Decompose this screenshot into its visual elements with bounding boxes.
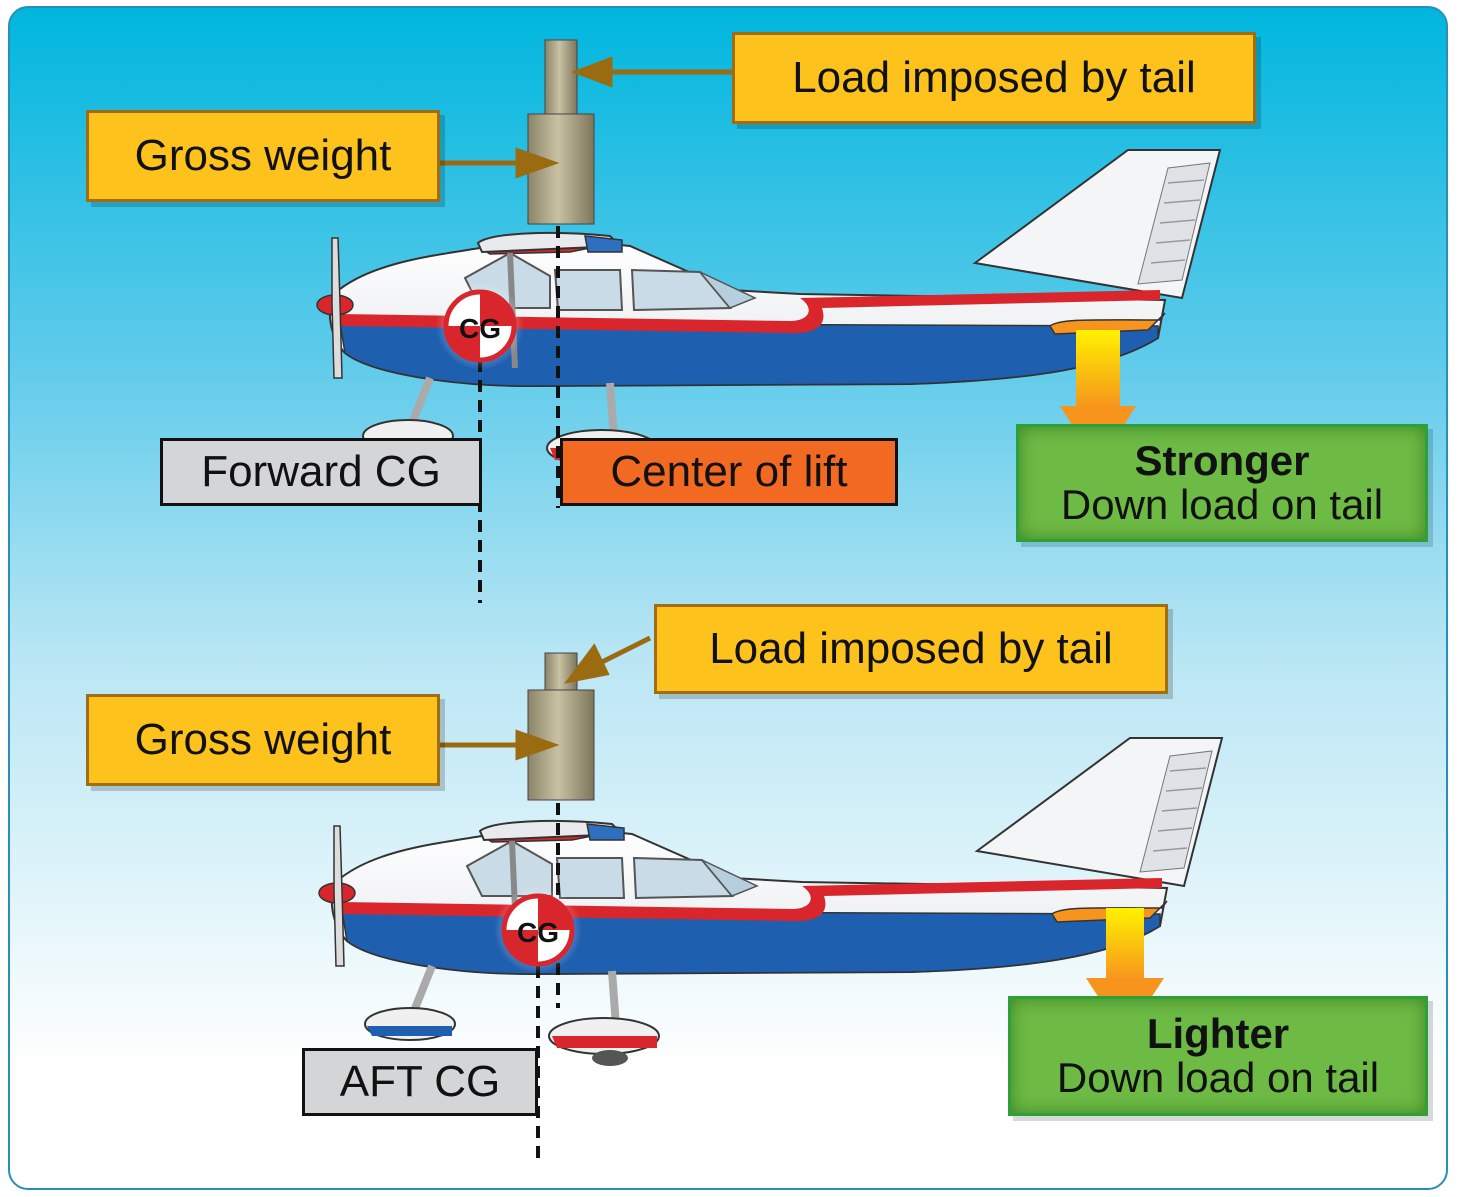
cg-text-top: CG xyxy=(459,313,501,344)
diagram-frame: CG CG Load imposed by tail Gross weight … xyxy=(8,6,1448,1190)
arrows-bottom xyxy=(440,635,652,761)
cg-marker-top: CG xyxy=(436,282,524,370)
diagram-canvas: CG CG xyxy=(10,39,1446,1163)
tail-load-desc-bottom: Down load on tail xyxy=(1056,1054,1380,1101)
tail-load-strength-bottom: Lighter xyxy=(1146,1009,1290,1057)
load-imposed-by-tail-label-top: Load imposed by tail xyxy=(732,32,1256,124)
lighter-down-load-label: Lighter Down load on tail xyxy=(1008,996,1428,1116)
cg-text-bottom: CG xyxy=(517,917,559,948)
load-imposed-by-tail-label-bottom: Load imposed by tail xyxy=(654,604,1168,694)
stronger-down-load-label: Stronger Down load on tail xyxy=(1016,424,1428,542)
forward-cg-label: Forward CG xyxy=(160,438,482,506)
cg-marker-bottom: CG xyxy=(494,886,582,974)
center-of-lift-label: Center of lift xyxy=(560,438,898,506)
gross-weight-label-bottom: Gross weight xyxy=(86,694,440,786)
gross-weight-label-top: Gross weight xyxy=(86,110,440,202)
tail-load-strength-top: Stronger xyxy=(1134,436,1310,484)
arrows-top xyxy=(440,56,732,179)
tail-load-weight-top xyxy=(544,39,578,119)
aft-cg-label: AFT CG xyxy=(302,1048,538,1116)
tail-load-desc-top: Down load on tail xyxy=(1060,481,1384,528)
